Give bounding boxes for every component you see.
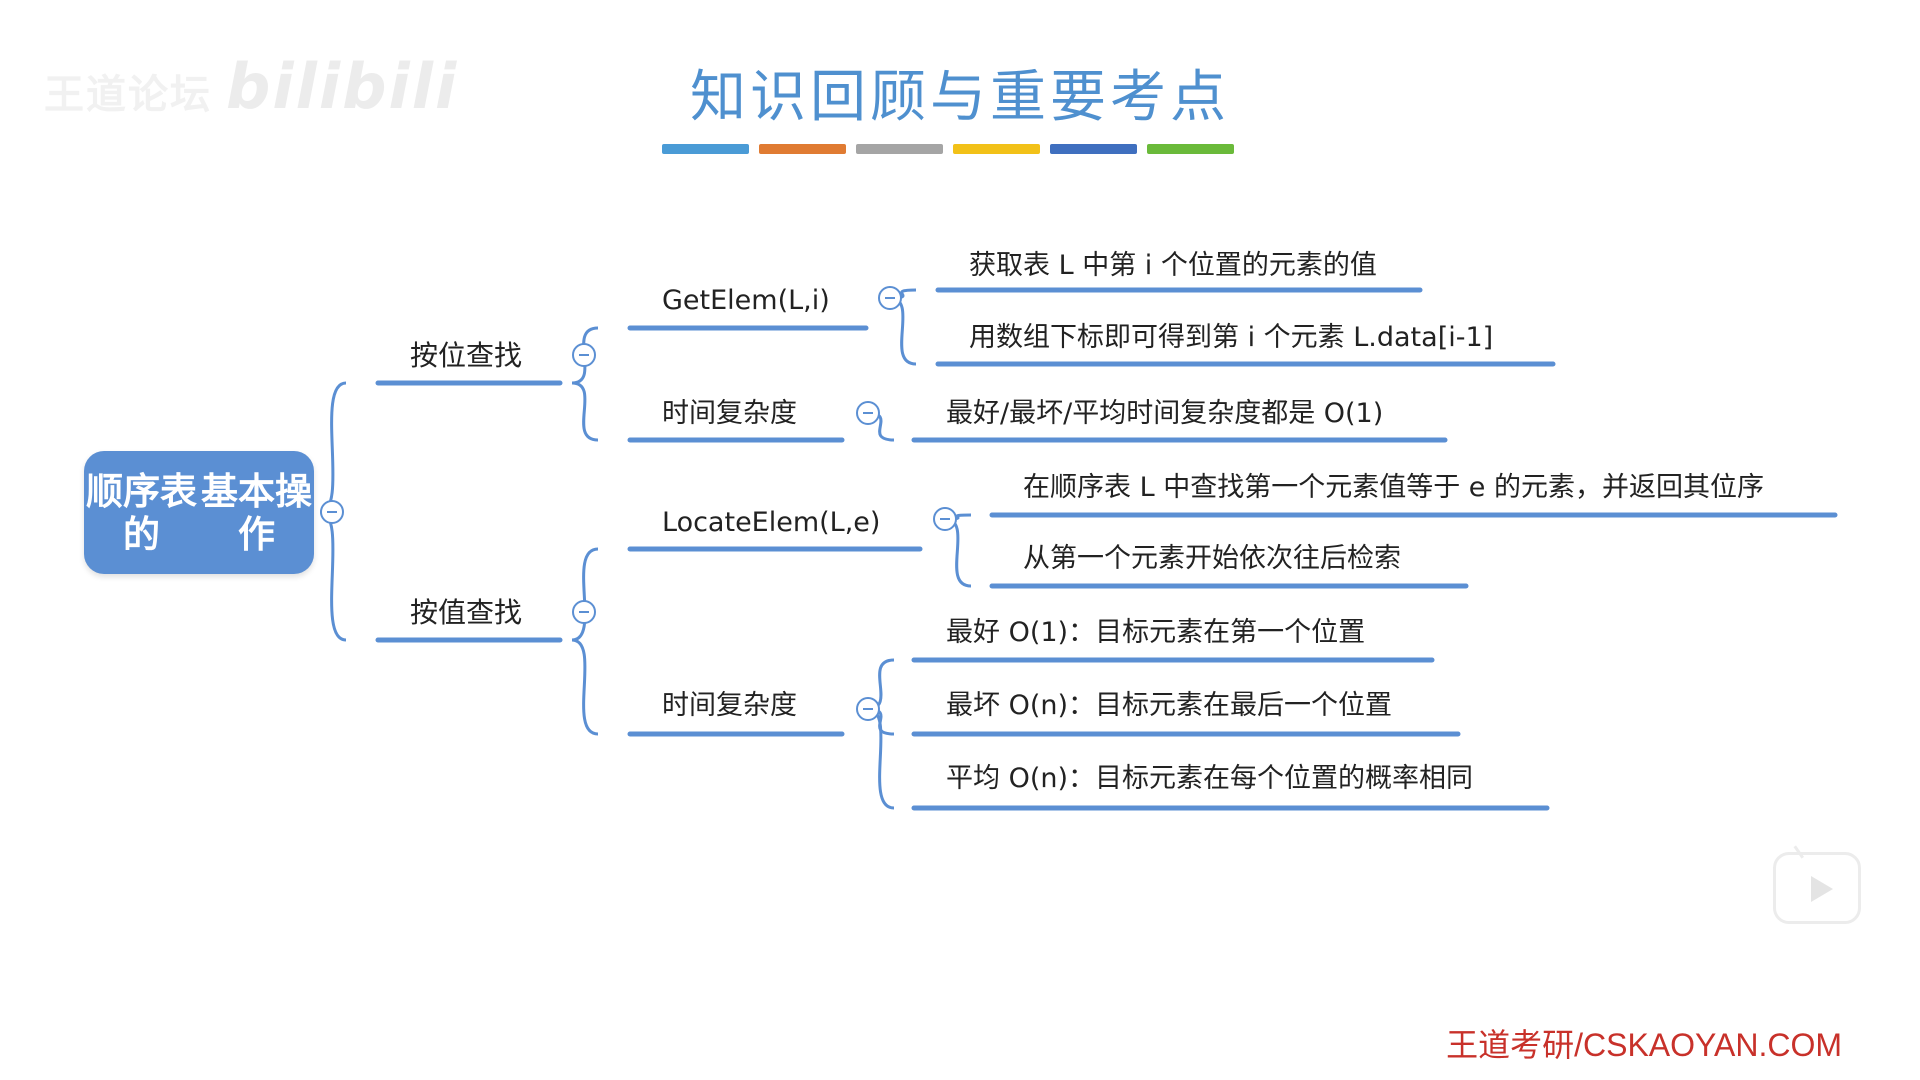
title-stripe-4 [953, 144, 1040, 154]
node-time-complexity-2: 时间复杂度 [662, 690, 797, 721]
connector-value-locateelem [571, 547, 599, 642]
collapse-toggle-time-1[interactable] [856, 401, 880, 425]
mindmap-root: 顺序表的基本操作 [84, 451, 314, 574]
leaf-locateelem-desc: 在顺序表 L 中查找第一个元素值等于 e 的元素，并返回其位序 [1023, 472, 1764, 503]
bilibili-logo: bilibili [226, 50, 459, 123]
collapse-toggle-by-value[interactable] [572, 600, 596, 624]
watermark-text: 王道论坛 [44, 72, 212, 118]
leaf-best-case: 最好 O(1)：目标元素在第一个位置 [946, 617, 1366, 648]
leaf-getelem-desc: 获取表 L 中第 i 个位置的元素的值 [969, 250, 1377, 281]
leaf-average-case: 平均 O(n)：目标元素在每个位置的概率相同 [946, 763, 1474, 794]
node-locateelem: LocateElem(L,e) [662, 507, 881, 538]
title-stripe-5 [1050, 144, 1137, 154]
connector-time2-leaf-3 [867, 707, 895, 810]
collapse-toggle-by-position[interactable] [572, 343, 596, 367]
leaf-time-o1: 最好/最坏/平均时间复杂度都是 O(1) [946, 398, 1384, 429]
collapse-toggle-time-2[interactable] [856, 697, 880, 721]
connector-position-time [571, 381, 599, 442]
branch-label-by-position: 按位查找 [410, 339, 523, 372]
node-getelem: GetElem(L,i) [662, 285, 830, 316]
connector-root-by-position [319, 381, 347, 514]
connector-root-by-value [319, 510, 347, 642]
node-time-complexity-1: 时间复杂度 [662, 398, 797, 429]
slide-title: 知识回顾与重要考点 [690, 65, 1230, 130]
leaf-worst-case: 最坏 O(n)：目标元素在最后一个位置 [946, 690, 1393, 721]
connector-value-time [571, 638, 599, 736]
collapse-toggle-locateelem[interactable] [933, 507, 957, 531]
title-stripe-3 [856, 144, 943, 154]
root-line-2: 基本操作 [201, 469, 312, 556]
watermark: 王道论坛 bilibili [44, 50, 458, 123]
title-color-stripes [662, 144, 1234, 154]
leaf-getelem-index: 用数组下标即可得到第 i 个元素 L.data[i-1] [969, 322, 1494, 353]
leaf-locateelem-search: 从第一个元素开始依次往后检索 [1023, 543, 1401, 574]
collapse-toggle-root[interactable] [320, 500, 344, 524]
play-button[interactable] [1773, 852, 1861, 924]
root-line-1: 顺序表的 [86, 469, 197, 556]
footer-brand: 王道考研/CSKAOYAN.COM [1446, 1027, 1842, 1063]
title-stripe-1 [662, 144, 749, 154]
collapse-toggle-getelem[interactable] [878, 286, 902, 310]
branch-label-by-value: 按值查找 [410, 596, 523, 629]
title-stripe-2 [759, 144, 846, 154]
title-stripe-6 [1147, 144, 1234, 154]
